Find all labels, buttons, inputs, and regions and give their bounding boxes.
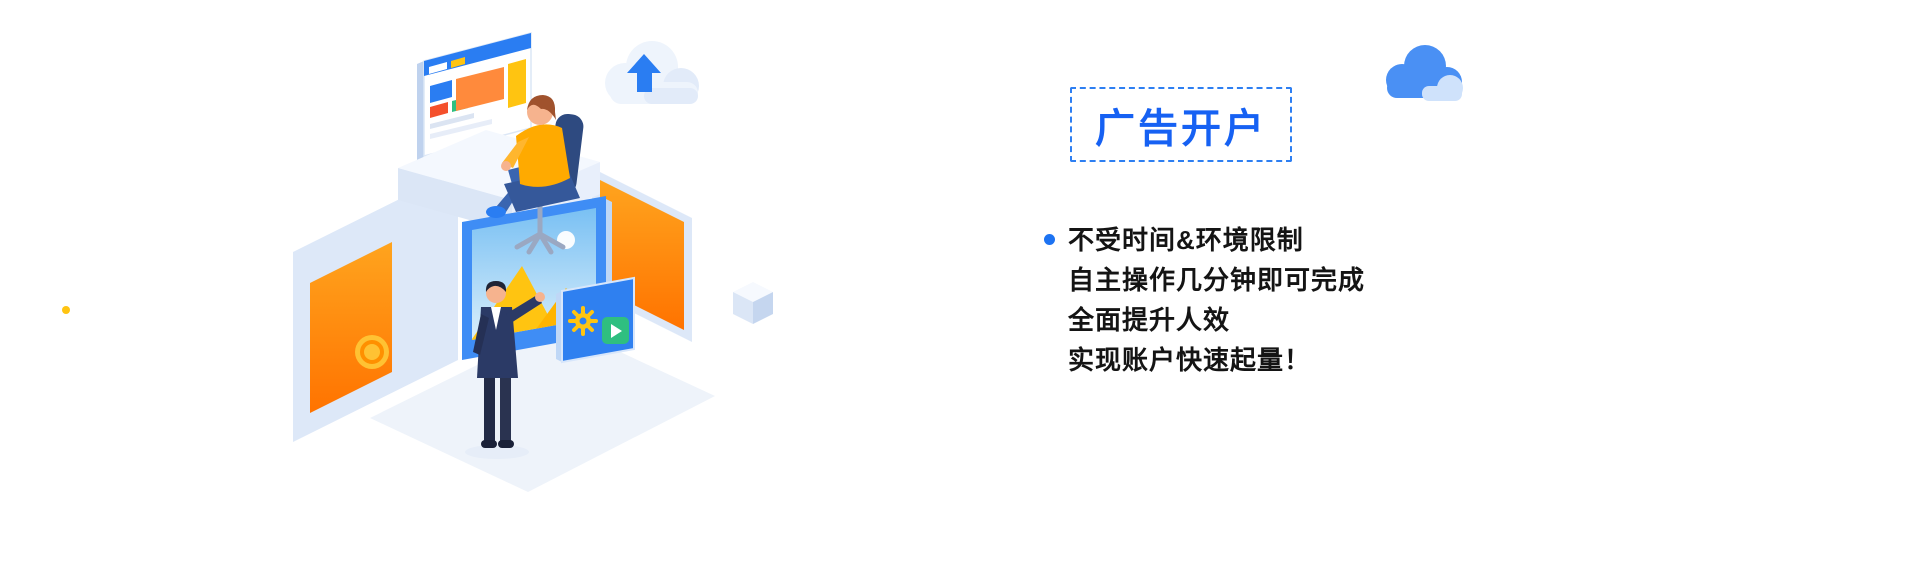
room-floor — [370, 324, 715, 492]
play-icon — [602, 317, 629, 344]
cloud-upload-icon — [605, 41, 699, 104]
benefit-line-3: 全面提升人效 — [1068, 305, 1231, 335]
standing-presenter — [465, 281, 545, 459]
seated-operator — [486, 95, 584, 255]
cube-icon — [733, 282, 773, 324]
benefit-list: 不受时间&环境限制 自主操作几分钟即可完成 全面提升人效 实现账户快速起量！ — [1044, 220, 1366, 380]
promo-title-box: 广告开户 — [1070, 87, 1292, 162]
bullet-dot — [1044, 234, 1055, 245]
benefit-line-2: 自主操作几分钟即可完成 — [1068, 265, 1366, 295]
benefit-line-1: 不受时间&环境限制 — [1068, 225, 1304, 255]
dashboard-screen — [417, 32, 532, 175]
cloud-icon — [1386, 45, 1463, 101]
promo-title: 广告开户 — [1095, 106, 1267, 151]
chair-base — [514, 199, 566, 255]
room-left-window — [310, 242, 392, 413]
upload-arrow-icon — [627, 54, 661, 92]
dot-decoration — [62, 306, 70, 314]
dashboard-header — [424, 33, 531, 76]
gear-icon — [568, 306, 598, 336]
coin-icon — [355, 335, 389, 369]
benefit-line-4: 实现账户快速起量！ — [1068, 345, 1312, 375]
isometric-illustration — [62, 32, 773, 492]
shadow — [465, 445, 529, 459]
media-screen — [556, 276, 635, 364]
